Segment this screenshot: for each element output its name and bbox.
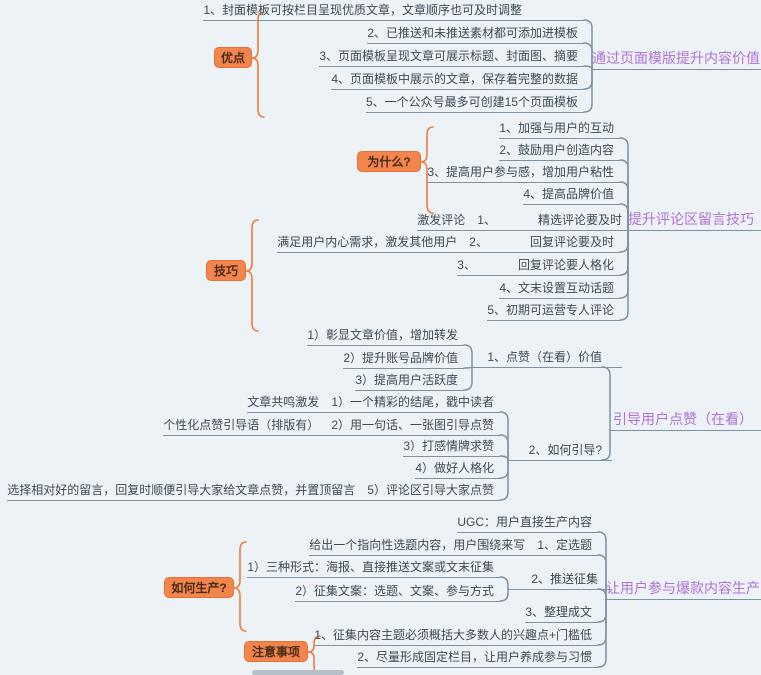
horizontal-scrollbar-thumb[interactable] — [252, 670, 344, 675]
topic-label: 回复评论要及时 — [529, 235, 614, 249]
topic[interactable]: 4、文末设置互动话题 — [499, 281, 620, 299]
topic[interactable]: 3）提高用户活跃度 — [355, 373, 464, 391]
topic[interactable]: 2）征集文案：选题、文案、参与方式 — [295, 584, 500, 602]
topic-connectors — [463, 19, 629, 668]
topic-label: 3）打感情牌求赞 — [403, 439, 494, 453]
topic-label: 3、页面模板呈现文章可展示标题、封面图、摘要 — [319, 49, 578, 63]
topic-label: 5、初期可运营专人评论 — [487, 303, 614, 317]
summary-skills[interactable]: 技巧 — [206, 260, 246, 281]
topic-label: 2、推送征集 — [531, 572, 598, 586]
main-topic-ugc[interactable]: 让用户参与爆款内容生产 — [606, 579, 761, 600]
topic[interactable]: 4、页面模板中展示的文章，保存着完整的数据 — [331, 72, 584, 90]
subtopic-label: 文章共鸣激发 — [247, 395, 320, 409]
topic[interactable]: 3、整理成文 — [525, 605, 598, 623]
topic[interactable]: 文章共鸣激发 1）一个精彩的结尾，戳中读者 — [247, 395, 500, 413]
topic-label: 精选评论要及时 — [537, 213, 622, 227]
subtopic-label: 给出一个指向性选题内容，用户围绕来写 — [309, 538, 526, 552]
topic-label: 2、鼓励用户创造内容 — [499, 143, 614, 157]
topic-label: 1、点赞（在看）价值 — [487, 350, 602, 364]
subtopic-label: 满足用户内心需求，激发其他用户 — [277, 235, 458, 249]
topic[interactable]: 给出一个指向性选题内容，用户围绕来写 1、定选题 — [309, 538, 598, 556]
subtopic-label: 选择相对好的留言，回复时顺便引导大家给文章点赞，并置顶留言 — [7, 483, 356, 497]
summary-why[interactable]: 为什么? — [357, 151, 421, 172]
topic-label: 2、已推送和未推送素材都可添加进模板 — [367, 26, 578, 40]
subtopic-label: 激发评论 — [417, 213, 466, 227]
topic[interactable]: 2）提升账号品牌价值 — [343, 351, 464, 369]
topic[interactable]: 3、页面模板呈现文章可展示标题、封面图、摘要 — [319, 49, 584, 67]
topic[interactable]: 1）三种形式：海报、直接推送文案或文末征集 — [247, 560, 500, 578]
topic-label: 4、提高品牌价值 — [523, 187, 614, 201]
topic[interactable]: 激发评论 1、 精选评论要及时 — [417, 213, 628, 231]
summary-how-to-produce[interactable]: 如何生产? — [164, 577, 234, 598]
topic[interactable]: 5、一个公众号最多可创建15个页面模板 — [365, 95, 584, 113]
topic[interactable]: 4、提高品牌价值 — [523, 187, 620, 205]
topic[interactable]: 5、初期可运营专人评论 — [487, 303, 620, 321]
topic[interactable]: 1、加强与用户的互动 — [499, 121, 620, 139]
topic-label: 4）做好人格化 — [415, 461, 494, 475]
topic-label: 3、整理成文 — [525, 605, 592, 619]
topic-label: 5）评论区引导大家点赞 — [367, 483, 494, 497]
topic[interactable]: 选择相对好的留言，回复时顺便引导大家给文章点赞，并置顶留言 5）评论区引导大家点赞 — [7, 483, 500, 501]
topic-label: 1）三种形式：海报、直接推送文案或文末征集 — [247, 560, 494, 574]
topic-label: 1、定选题 — [537, 538, 592, 552]
topic-label: 1、封面模板可按栏目呈现优质文章，文章顺序也可及时调整 — [203, 3, 522, 17]
topic[interactable]: 2、鼓励用户创造内容 — [499, 143, 620, 161]
summary-braces — [233, 11, 434, 675]
topic[interactable]: UGC：用户直接生产内容 — [457, 515, 598, 533]
topic-label: 回复评论要人格化 — [517, 258, 614, 272]
topic-label: 1、加强与用户的互动 — [499, 121, 614, 135]
topic[interactable]: 满足用户内心需求，激发其他用户 2、 回复评论要及时 — [277, 235, 620, 253]
topic[interactable]: 1、征集内容主题必须概括大多数人的兴趣点+门槛低 — [314, 628, 598, 646]
topic-label: 3）提高用户活跃度 — [355, 373, 458, 387]
topic-label: 2）征集文案：选题、文案、参与方式 — [295, 584, 494, 598]
topic-label: 1、征集内容主题必须概括大多数人的兴趣点+门槛低 — [314, 628, 592, 642]
topic-label: 4、页面模板中展示的文章，保存着完整的数据 — [331, 72, 578, 86]
topic-label: 2）用一句话、一张图引导点赞 — [331, 418, 494, 432]
topic-label: UGC：用户直接生产内容 — [457, 515, 592, 529]
topic[interactable]: 2、已推送和未推送素材都可添加进模板 — [367, 26, 584, 44]
main-topic-likes[interactable]: 引导用户点赞（在看） — [610, 410, 761, 431]
topic-label: 1）彰显文章价值，增加转发 — [307, 328, 458, 342]
main-topic-comments[interactable]: 提升评论区留言技巧 — [628, 210, 761, 231]
topic-label: 2）提升账号品牌价值 — [343, 351, 458, 365]
topic-label: 5、一个公众号最多可创建15个页面模板 — [365, 95, 578, 109]
topic-number: 1、 — [477, 213, 496, 227]
topic[interactable]: 2、尽量形成固定栏目，让用户养成参与习惯 — [357, 650, 598, 668]
topic-label: 4、文末设置互动话题 — [499, 281, 614, 295]
topic-label: 2、尽量形成固定栏目，让用户养成参与习惯 — [357, 650, 592, 664]
topic-like-value[interactable]: 1、点赞（在看）价值 — [472, 350, 622, 368]
summary-notes[interactable]: 注意事项 — [244, 641, 308, 662]
topic-label: 1）一个精彩的结尾，戳中读者 — [331, 395, 494, 409]
topic[interactable]: 个性化点赞引导语（排版有） 2）用一句话、一张图引导点赞 — [163, 418, 500, 436]
topic-push-collect[interactable]: 2、推送征集 — [508, 572, 612, 590]
summary-advantages[interactable]: 优点 — [214, 47, 252, 68]
main-topic-page-template[interactable]: 通过页面模版提升内容价值 — [592, 49, 761, 70]
topic[interactable]: 4）做好人格化 — [415, 461, 500, 479]
topic-label: 2、如何引导? — [528, 443, 602, 457]
topic-number: 3、 — [457, 258, 476, 272]
subtopic-label: 个性化点赞引导语（排版有） — [163, 418, 320, 432]
topic[interactable]: 3）打感情牌求赞 — [403, 439, 500, 457]
topic[interactable]: 3、 回复评论要人格化 — [457, 258, 620, 276]
topic[interactable]: 1、封面模板可按栏目呈现优质文章，文章顺序也可及时调整 — [203, 3, 584, 21]
topic-number: 2、 — [469, 235, 488, 249]
topic-how-to-guide[interactable]: 2、如何引导? — [508, 443, 612, 461]
topic[interactable]: 3、提高用户参与感，增加用户粘性 — [427, 165, 620, 183]
topic-label: 3、提高用户参与感，增加用户粘性 — [427, 165, 614, 179]
topic[interactable]: 1）彰显文章价值，增加转发 — [307, 328, 464, 346]
